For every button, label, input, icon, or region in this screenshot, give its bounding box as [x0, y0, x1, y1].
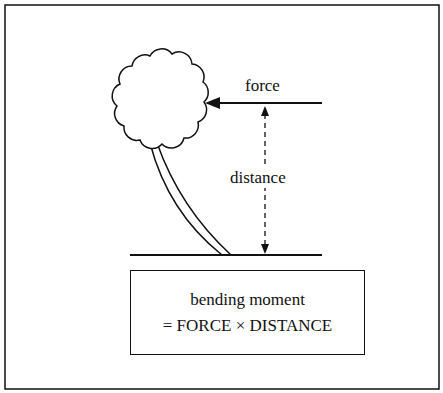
- formula-box: bending moment= FORCE × DISTANCE: [130, 270, 365, 355]
- tree-crown: [112, 49, 208, 149]
- ground-line: [130, 254, 322, 256]
- arrowhead: [261, 106, 269, 116]
- frame: [5, 5, 439, 389]
- force-arrow: [215, 102, 322, 104]
- force-label: force: [242, 76, 283, 96]
- arrowhead: [205, 97, 220, 109]
- arrowhead: [261, 244, 269, 254]
- formula-text: = FORCE × DISTANCE: [163, 313, 332, 339]
- distance-label: distance: [227, 168, 289, 188]
- formula-heading: bending moment: [190, 287, 305, 313]
- tree-trunk: [150, 143, 231, 255]
